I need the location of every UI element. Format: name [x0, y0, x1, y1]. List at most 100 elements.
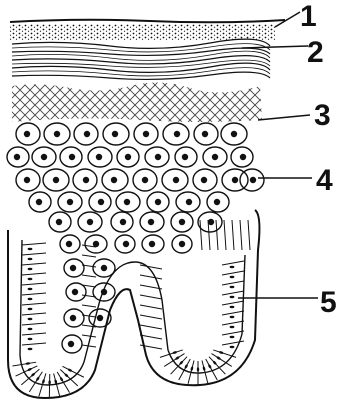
cell [145, 147, 169, 167]
epithelial-cell-border [222, 291, 244, 295]
cell [203, 147, 227, 167]
cell [162, 169, 188, 191]
cell [115, 235, 135, 253]
cell [147, 192, 169, 212]
epithelial-nucleus [230, 336, 235, 338]
cell [49, 212, 71, 232]
epithelial-nucleus [230, 316, 235, 318]
epithelial-cell-border [22, 313, 46, 315]
cell [111, 212, 133, 232]
cell [140, 212, 164, 232]
epithelial-nucleus [230, 276, 235, 278]
epithelial-cell-border [12, 362, 36, 366]
cell [193, 169, 217, 191]
epithelial-cell-border [222, 341, 244, 345]
epithelial-cell-border [82, 335, 96, 337]
layer-1-surface [10, 20, 285, 40]
epithelial-cell-border [140, 315, 162, 319]
cell [194, 123, 218, 145]
cell [16, 169, 40, 191]
crypt-epithelium [12, 220, 250, 398]
cell [89, 192, 111, 212]
cell [32, 147, 56, 167]
fiber-line [12, 56, 270, 64]
epithelial-nucleus [197, 367, 199, 371]
label-3: 3 [314, 99, 331, 132]
cell [73, 169, 97, 191]
epithelial-nucleus [230, 326, 235, 328]
cell [231, 147, 253, 167]
cell [133, 169, 157, 191]
epithelial-nucleus [28, 278, 33, 280]
cell [66, 283, 86, 301]
cell [134, 123, 158, 145]
epithelial-nucleus [28, 268, 33, 270]
cell [64, 309, 84, 327]
epithelial-nucleus [230, 306, 235, 308]
epithelial-nucleus [28, 318, 33, 320]
label-1: 1 [300, 0, 317, 33]
epithelial-cell-border [222, 311, 244, 315]
cell [142, 235, 164, 253]
epithelial-cell-border [60, 370, 78, 386]
cell [85, 235, 107, 253]
layer-3-crosshatch [12, 82, 262, 122]
epithelial-cell-border [248, 220, 250, 250]
epithelial-nucleus [28, 348, 33, 350]
cell [102, 169, 128, 191]
epithelial-cell-border [140, 325, 162, 329]
epithelial-cell-border [222, 331, 244, 335]
epithelial-nucleus [42, 379, 46, 384]
epithelial-cell-border [82, 275, 96, 277]
leader-lines [238, 12, 318, 298]
cell [88, 147, 112, 167]
epithelial-cell-border [22, 283, 46, 285]
epithelial-cell-border [140, 335, 162, 339]
epithelial-cell-border [22, 273, 46, 275]
epithelial-cell-border [22, 263, 46, 265]
epithelial-cell-border [22, 303, 46, 305]
cell [16, 123, 40, 145]
cell [103, 123, 129, 145]
epithelial-cell-border [22, 243, 46, 245]
epithelial-cell-border [222, 271, 244, 275]
epithelial-cell-border [200, 220, 202, 250]
label-5: 5 [320, 286, 337, 319]
cell [74, 123, 98, 145]
cell [221, 123, 247, 145]
cell [116, 192, 140, 212]
epithelial-cell-border [222, 281, 244, 285]
cell [117, 147, 139, 167]
epithelial-cell-border [140, 275, 162, 279]
epithelial-cell-border [140, 265, 162, 269]
epithelial-nucleus [230, 346, 235, 348]
cell [64, 259, 84, 277]
epithelial-cell-border [232, 220, 234, 250]
cell [43, 169, 69, 191]
label-2: 2 [307, 36, 324, 69]
epithelial-cell-border [222, 301, 244, 305]
epithelial-cell-border [140, 295, 162, 299]
epithelial-cell-border [22, 343, 46, 345]
epithelial-cell-border [224, 220, 226, 250]
epithelial-nucleus [219, 351, 224, 355]
epithelial-cell-border [240, 220, 242, 250]
cell [29, 192, 51, 212]
epithelial-nucleus [230, 286, 235, 288]
layer-2-fibers [12, 39, 270, 79]
epithelial-cell-border [216, 220, 218, 250]
epithelial-nucleus [230, 296, 235, 298]
epithelial-nucleus [202, 366, 205, 371]
cell [175, 147, 197, 167]
cell [172, 235, 192, 253]
cell [62, 335, 82, 353]
cell [7, 147, 29, 167]
label-4: 4 [316, 164, 333, 197]
cell [176, 192, 200, 212]
cell [78, 212, 102, 232]
epithelial-cell-border [82, 305, 96, 307]
cell [240, 169, 264, 191]
epithelial-nucleus [190, 366, 193, 371]
